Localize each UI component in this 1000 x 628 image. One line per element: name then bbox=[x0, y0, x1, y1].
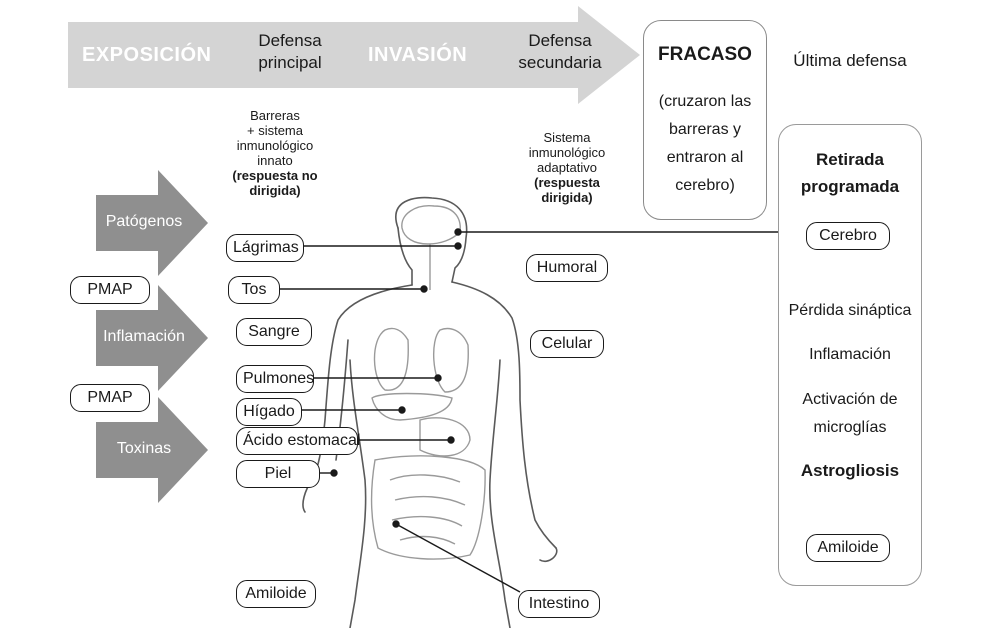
pathogens-arrow bbox=[96, 170, 208, 276]
pamp-badge-2: PMAP bbox=[70, 384, 150, 412]
amyloid-left-label: Amiloide bbox=[236, 580, 316, 608]
inflammation-arrow bbox=[96, 285, 208, 391]
primary-defense-line-1: Defensa bbox=[258, 31, 322, 50]
retreat-title: Retirada programada bbox=[778, 146, 922, 200]
secondary-defense-line-2: secundaria bbox=[518, 53, 602, 72]
cough-label: Tos bbox=[228, 276, 280, 304]
connector-lines bbox=[279, 228, 808, 593]
cellular-label: Celular bbox=[530, 330, 604, 358]
failure-text: (cruzaron las barreras y entraron al cer… bbox=[643, 88, 767, 200]
retreat-inflammation-label: Inflamación bbox=[809, 346, 891, 363]
secondary-defense-label: Defensa secundaria bbox=[508, 30, 612, 74]
innate-line-3: inmunológico bbox=[236, 138, 314, 153]
top-arrow bbox=[68, 6, 640, 104]
innate-line-5: (respuesta no bbox=[232, 168, 318, 183]
retreat-title-line-2: programada bbox=[800, 177, 900, 196]
failure-line-1: (cruzaron las bbox=[658, 93, 752, 110]
failure-line-3: entraron al bbox=[666, 149, 744, 166]
pathogens-label: Patógenos bbox=[105, 213, 183, 230]
lungs-label: Pulmones bbox=[236, 365, 314, 393]
skin-label: Piel bbox=[236, 460, 320, 488]
failure-line-4: cerebro) bbox=[675, 177, 735, 194]
microglia-line-2: microglías bbox=[813, 419, 887, 436]
innate-line-4: innato bbox=[257, 153, 293, 168]
innate-line-1: Barreras bbox=[250, 108, 300, 123]
adaptive-line-5: dirigida) bbox=[541, 190, 593, 205]
brain-label: Cerebro bbox=[806, 222, 890, 250]
toxins-label: Toxinas bbox=[116, 440, 172, 457]
secondary-defense-line-1: Defensa bbox=[528, 31, 592, 50]
blood-label: Sangre bbox=[236, 318, 312, 346]
adaptive-line-1: Sistema bbox=[543, 130, 591, 145]
failure-title: FRACASO bbox=[658, 44, 752, 65]
microglia-line-1: Activación de bbox=[802, 391, 898, 408]
amyloid-right-label: Amiloide bbox=[806, 534, 890, 562]
adaptive-line-3: adaptativo bbox=[537, 160, 597, 175]
tears-label: Lágrimas bbox=[226, 234, 304, 262]
invasion-label: INVASIÓN bbox=[368, 44, 468, 66]
inflammation-label: Inflamación bbox=[103, 328, 185, 345]
retreat-title-line-1: Retirada bbox=[815, 150, 885, 169]
microglia-activation-label: Activación de microglías bbox=[778, 386, 922, 442]
innate-line-6: dirigida) bbox=[249, 183, 301, 198]
innate-immunity-note: Barreras + sistema inmunológico innato (… bbox=[220, 108, 330, 198]
toxins-arrow bbox=[96, 397, 208, 503]
programmed-retreat-box bbox=[778, 124, 922, 586]
organs bbox=[370, 205, 486, 560]
stomach-acid-label: Ácido estomacal bbox=[236, 427, 360, 455]
exposure-label: EXPOSICIÓN bbox=[82, 44, 212, 66]
last-defense-label: Última defensa bbox=[793, 51, 907, 70]
humoral-label: Humoral bbox=[526, 254, 608, 282]
primary-defense-line-2: principal bbox=[258, 53, 322, 72]
failure-box bbox=[643, 20, 767, 220]
pamp-badge-1: PMAP bbox=[70, 276, 150, 304]
innate-line-2: + sistema bbox=[247, 123, 303, 138]
primary-defense-label: Defensa principal bbox=[240, 30, 340, 74]
intestine-label: Intestino bbox=[518, 590, 600, 618]
synaptic-loss-label: Pérdida sináptica bbox=[788, 302, 912, 319]
astrogliosis-label: Astrogliosis bbox=[800, 461, 900, 480]
failure-line-2: barreras y bbox=[668, 121, 742, 138]
adaptive-line-2: inmunológico bbox=[528, 145, 606, 160]
liver-label: Hígado bbox=[236, 398, 302, 426]
adaptive-immunity-note: Sistema inmunológico adaptativo (respues… bbox=[512, 130, 622, 205]
adaptive-line-4: (respuesta bbox=[534, 175, 600, 190]
